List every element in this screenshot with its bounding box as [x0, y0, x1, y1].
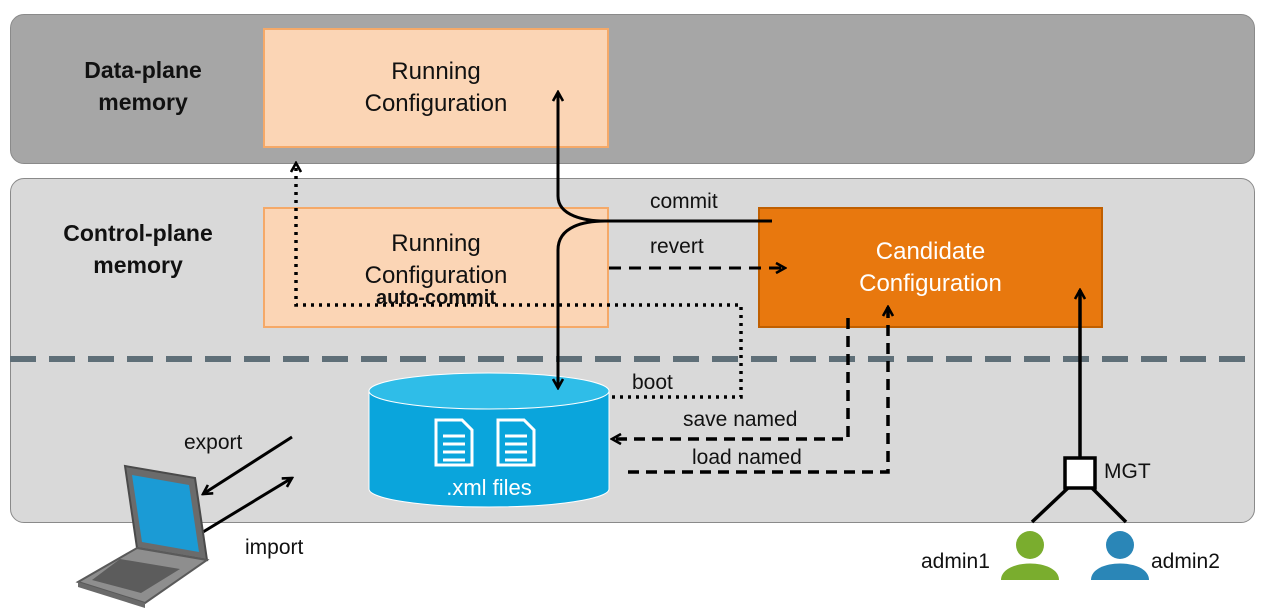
admin2-user-icon: [1091, 531, 1149, 580]
mgt-port-icon: [1063, 456, 1097, 490]
commit-save-arrow: [558, 219, 606, 388]
xml-files-label: .xml files: [446, 475, 532, 500]
revert-label: revert: [650, 235, 704, 258]
candidate-config: Candidate Configuration: [758, 207, 1103, 328]
data-plane-running-config: Running Configuration: [263, 28, 609, 148]
import-arrow: [202, 478, 292, 534]
xml-file-icon: [434, 418, 474, 467]
cp-running-line2: Configuration: [364, 261, 508, 289]
save-named-arrow: [612, 318, 850, 439]
mgt-branch-admin2: [1090, 486, 1128, 524]
dp-running-line1: Running: [391, 58, 481, 85]
admin1-label: admin1: [921, 550, 990, 573]
admin2-label: admin2: [1151, 550, 1220, 573]
load-named-arrow: [628, 307, 888, 474]
boot-auto-commit-arrow: [296, 163, 743, 399]
cp-running-line1: Running: [391, 229, 481, 257]
admin1-user-icon: [1001, 531, 1059, 580]
boot-label: boot: [632, 371, 673, 394]
dp-running-line2: Configuration: [364, 90, 508, 117]
export-label: export: [184, 431, 243, 454]
data-plane-label-line1: Data-plane: [84, 57, 202, 83]
save-named-label: save named: [683, 408, 798, 431]
load-named-label: load named: [692, 446, 802, 469]
candidate-line2: Configuration: [859, 269, 1002, 297]
mgt-branch-admin1: [1030, 486, 1070, 524]
export-arrow: [203, 435, 293, 494]
xml-database: [368, 372, 610, 508]
commit-label: commit: [650, 190, 718, 213]
control-plane-running-config: Running Configuration auto-commit: [263, 207, 609, 328]
data-plane-label-line2: memory: [98, 89, 188, 115]
control-plane-label-line2: memory: [93, 252, 183, 278]
laptop-icon: [75, 464, 210, 608]
data-plane-panel: [10, 14, 1255, 164]
mgt-label: MGT: [1104, 460, 1151, 483]
control-plane-label-line1: Control-plane: [63, 220, 213, 246]
xml-file-icon: [496, 418, 536, 467]
data-plane-label: Data-plane memory: [58, 54, 228, 118]
auto-commit-label: auto-commit: [376, 286, 496, 309]
import-label: import: [245, 536, 304, 559]
candidate-line1: Candidate: [875, 237, 986, 265]
control-plane-label: Control-plane memory: [38, 217, 238, 281]
